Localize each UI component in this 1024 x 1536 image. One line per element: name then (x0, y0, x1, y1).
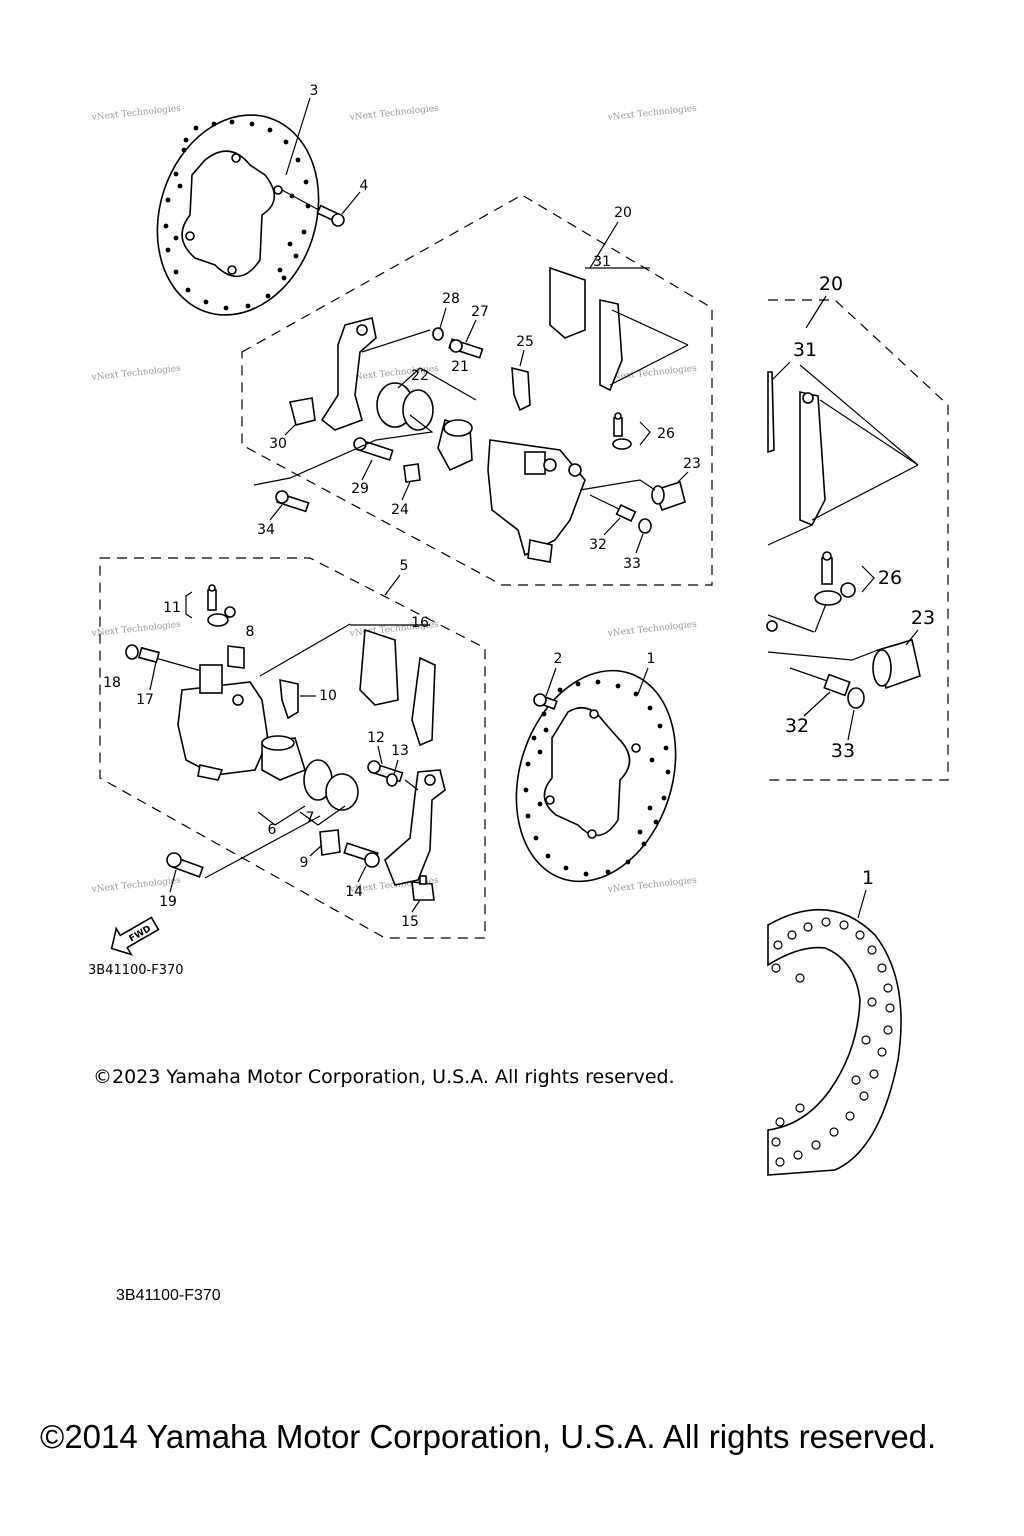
zoom-callout-23: 23 (911, 607, 935, 629)
zoom-callout-33: 33 (831, 740, 855, 762)
seal-7b (325, 773, 359, 811)
brake-pads-16 (350, 624, 436, 747)
diagram-code: 3B41100-F370 (88, 963, 184, 978)
pad-spring-25 (511, 366, 531, 412)
rear-caliper-body (487, 439, 586, 563)
callout-9: 9 (300, 855, 309, 871)
fwd-arrow-icon: FWD (110, 916, 160, 956)
bolt-19 (166, 852, 204, 878)
rear-caliper-group-box (241, 194, 713, 586)
watermark: vNext Technologies (90, 104, 181, 123)
copyright-2023: ©2023 Yamaha Motor Corporation, U.S.A. A… (93, 1066, 675, 1088)
bolt-4 (281, 189, 345, 227)
bolt-34 (275, 490, 310, 513)
callout-1: 1 (647, 651, 656, 667)
callout-32: 32 (589, 537, 607, 553)
callout-19: 19 (159, 894, 177, 910)
zoom-callout-32: 32 (785, 715, 809, 737)
piston-21 (437, 418, 473, 472)
watermark: vNext Technologies (90, 876, 181, 895)
bleeder-26 (612, 412, 632, 450)
callout-18: 18 (103, 675, 121, 691)
callout-20: 20 (614, 205, 632, 221)
callout-10: 10 (319, 688, 337, 704)
diagram-code-lower: 3B41100-F370 (116, 1287, 221, 1304)
callout-31: 31 (593, 254, 611, 270)
callout-27: 27 (471, 304, 489, 320)
front-caliper-body (177, 664, 269, 781)
callout-23: 23 (683, 456, 701, 472)
watermark: vNext Technologies (606, 876, 697, 895)
front-caliper-group-box (99, 557, 486, 939)
callout-25: 25 (516, 334, 534, 350)
sleeve-9 (319, 829, 341, 856)
spring-33 (638, 518, 652, 534)
sleeve-8 (227, 645, 245, 669)
zoom-pin-23 (872, 638, 921, 690)
bolt-32 (589, 494, 637, 522)
caliper-bracket-rear (320, 317, 377, 431)
callout-14: 14 (345, 884, 363, 900)
zoom-brake-pad (799, 391, 826, 527)
callout-21: 21 (451, 359, 469, 375)
brake-disc-top (156, 114, 320, 316)
callout-24: 24 (391, 502, 409, 518)
pad-spring-10 (279, 678, 299, 720)
watermark: vNext Technologies (606, 620, 697, 639)
washer-28 (432, 327, 444, 341)
sleeve-30 (289, 397, 316, 426)
pin-27 (448, 338, 484, 359)
spring-18 (125, 644, 139, 660)
callout-4: 4 (360, 178, 369, 194)
callout-17: 17 (136, 692, 154, 708)
callout-28: 28 (442, 291, 460, 307)
zoom-panel: 20 31 26 23 32 (766, 273, 949, 781)
bolt-14 (343, 842, 380, 868)
callout-12: 12 (367, 730, 385, 746)
bolt-15 (411, 875, 435, 901)
callout-16: 16 (411, 615, 429, 631)
watermark: vNext Technologies (90, 364, 181, 383)
callout-5: 5 (400, 558, 409, 574)
callout-33: 33 (623, 556, 641, 572)
brake-disc-front (515, 669, 677, 883)
pin-23 (651, 480, 686, 512)
brake-pads-31 (549, 266, 689, 392)
callout-22: 22 (411, 368, 429, 384)
zoom-callout-1: 1 (862, 867, 874, 889)
watermark: vNext Technologies (606, 104, 697, 123)
zoom-bolt-32 (789, 667, 851, 697)
callout-6: 6 (268, 822, 277, 838)
zoom-spring-33 (847, 687, 865, 709)
zoom-callout-20: 20 (819, 273, 843, 295)
caliper-bracket-front (384, 769, 446, 886)
callout-8: 8 (246, 624, 255, 640)
washer-13 (386, 773, 398, 787)
boot-24 (403, 463, 421, 483)
callout-2: 2 (554, 651, 563, 667)
bolt-29 (353, 437, 394, 462)
bolt-17 (138, 646, 206, 673)
callout-7: 7 (306, 810, 315, 826)
zoom-bleeder-26 (814, 551, 856, 606)
callout-13: 13 (391, 743, 409, 759)
callout-26: 26 (657, 426, 675, 442)
callout-30: 30 (269, 436, 287, 452)
bleeder-11 (207, 584, 236, 627)
piston-6 (261, 735, 306, 781)
watermark: vNext Technologies (348, 104, 439, 123)
zoom-brake-disc (767, 908, 902, 1176)
watermark: vNext Technologies (90, 620, 181, 639)
callout-3: 3 (310, 83, 319, 99)
seal-22b (402, 389, 434, 431)
bolt-2 (533, 693, 558, 710)
zoom-callout-31: 31 (793, 339, 817, 361)
callout-15: 15 (401, 914, 419, 930)
zoom-callout-26: 26 (878, 567, 902, 589)
copyright-2014: ©2014 Yamaha Motor Corporation, U.S.A. A… (40, 1418, 936, 1455)
callout-34: 34 (257, 522, 275, 538)
callout-29: 29 (351, 481, 369, 497)
callout-11: 11 (163, 600, 181, 616)
